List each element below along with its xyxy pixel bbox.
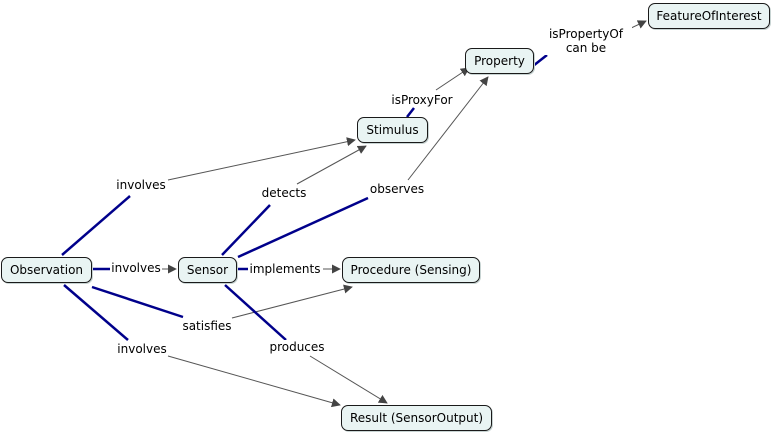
edge-involves-to-stimulus xyxy=(167,137,356,181)
node-stimulus-label: Stimulus xyxy=(366,123,419,137)
edge-property-to-ispropertyof xyxy=(532,54,548,67)
node-stimulus[interactable]: Stimulus xyxy=(357,117,428,143)
node-result-label: Result (SensorOutput) xyxy=(349,411,484,425)
edge-sensor-to-produces xyxy=(224,284,287,341)
link-label-produces[interactable]: produces xyxy=(268,340,326,354)
link-label-detects[interactable]: detects xyxy=(260,186,308,200)
link-label-isproxyfor[interactable]: isProxyFor xyxy=(390,93,454,107)
edge-sensor-to-observes xyxy=(237,196,369,259)
node-feature-of-interest[interactable]: FeatureOfInterest xyxy=(648,3,770,29)
link-label-involves-stimulus[interactable]: involves xyxy=(115,178,167,192)
edge-stimulus-to-isproxyfor xyxy=(406,107,415,118)
link-label-ispropertyof-line2: can be xyxy=(565,41,607,55)
node-sensor[interactable]: Sensor xyxy=(178,257,237,283)
link-label-satisfies[interactable]: satisfies xyxy=(181,319,233,333)
link-label-ispropertyof-line1: isPropertyOf xyxy=(548,27,624,41)
node-feature-of-interest-label: FeatureOfInterest xyxy=(656,9,762,23)
edge-observation-to-satisfies xyxy=(91,285,184,319)
link-label-involves-sensor[interactable]: involves xyxy=(110,261,162,275)
node-result[interactable]: Result (SensorOutput) xyxy=(341,405,492,431)
node-property-label: Property xyxy=(474,54,525,68)
edge-isproxyfor-to-property xyxy=(435,67,470,91)
edge-observation-to-involves-stimulus xyxy=(61,195,131,256)
node-observation[interactable]: Observation xyxy=(1,257,92,283)
link-label-implements[interactable]: implements xyxy=(248,262,322,276)
edge-sensor-to-detects xyxy=(221,204,271,256)
node-observation-label: Observation xyxy=(9,263,84,277)
edge-observes-to-property xyxy=(407,76,489,181)
link-label-ispropertyof[interactable]: isPropertyOf can be xyxy=(540,27,632,55)
node-property[interactable]: Property xyxy=(465,48,534,74)
node-procedure-label: Procedure (Sensing) xyxy=(350,263,472,277)
edge-involves-to-result xyxy=(167,355,341,408)
edge-satisfies-to-procedure xyxy=(231,284,353,319)
edge-produces-to-result xyxy=(309,355,388,404)
node-sensor-label: Sensor xyxy=(186,263,229,277)
edge-detects-to-stimulus xyxy=(296,145,367,185)
link-label-observes[interactable]: observes xyxy=(368,182,426,196)
link-label-involves-result[interactable]: involves xyxy=(116,342,168,356)
node-procedure[interactable]: Procedure (Sensing) xyxy=(342,257,480,283)
edge-observation-to-involves-result xyxy=(63,284,129,341)
